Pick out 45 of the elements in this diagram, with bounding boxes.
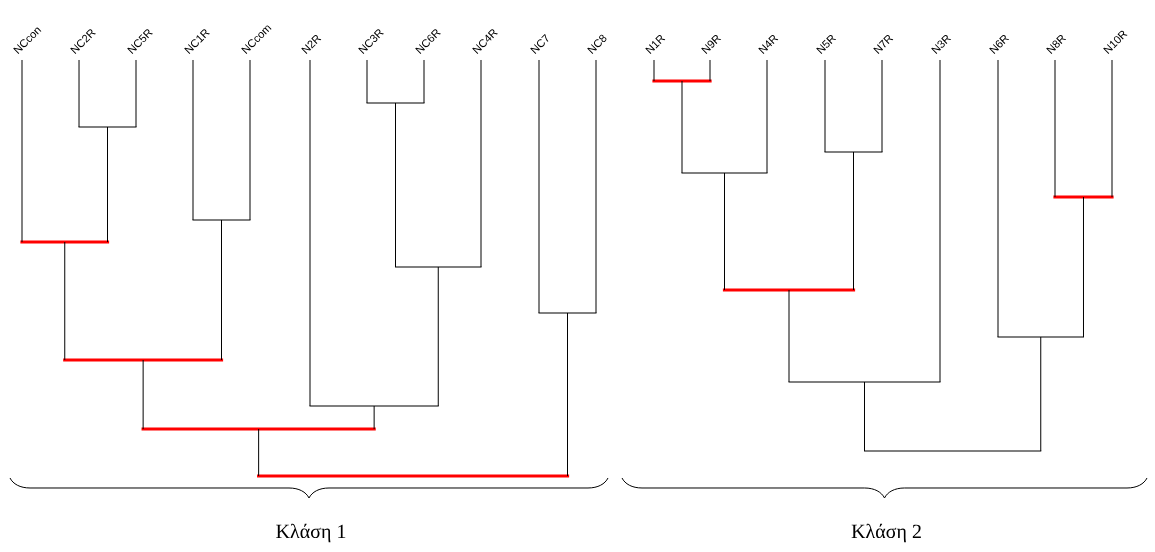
branch-line [864,381,865,452]
merge-bar [257,474,570,478]
branch-line [595,59,597,314]
branch-line [192,59,194,221]
branch-line [366,59,368,104]
branch-line [221,219,222,361]
branch-line [824,59,826,153]
branch-line [78,59,80,128]
branch-line [681,80,683,174]
branch-line [395,102,396,268]
branch-line [249,59,251,221]
branch-line [724,172,725,291]
merge-bar [141,427,376,431]
merge-bar [652,79,712,83]
branch-line [258,428,260,477]
branch-line [538,59,540,314]
branch-line [567,312,568,477]
branch-line [788,289,790,383]
branch-line [1054,59,1056,198]
branch-line [142,359,144,430]
branch-line [423,59,425,104]
branch-line [1040,336,1042,452]
class-label: Κλάση 1 [276,523,346,543]
merge-bar [722,288,856,292]
branch-line [881,59,883,153]
merge-bar [63,358,224,362]
branch-line [64,241,66,361]
branch-line [437,266,439,407]
branch-line [653,59,655,82]
branch-line [709,59,711,82]
class-label: Κλάση 2 [851,523,921,543]
merge-bar [20,240,110,244]
branch-line [373,405,375,430]
branch-line [766,59,768,174]
branch-line [997,59,999,338]
branch-line [939,59,941,383]
branch-line [1111,59,1113,198]
branch-line [107,126,108,243]
branch-line [309,59,311,407]
branch-line [1083,196,1084,338]
branch-line [853,151,854,291]
branch-line [21,59,23,243]
branch-line [135,59,137,128]
branch-line [480,59,482,268]
merge-bar [1053,195,1114,199]
